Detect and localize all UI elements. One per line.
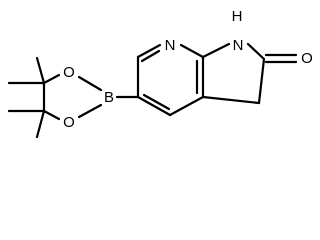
atom-label-ester-oxygen-top: O [63, 64, 75, 81]
bond-n7-c7a [179, 43, 205, 59]
pinacol-boronate [7, 56, 140, 139]
bond-b-o-bottom [77, 103, 103, 119]
atom-label-boron: B [104, 89, 114, 106]
bond-c3-c3a [201, 95, 261, 105]
bond-c5-c4-inner [142, 93, 171, 111]
atom-label-nh-nitrogen: N [233, 37, 244, 54]
bond-o-top-c [42, 73, 61, 85]
bond-c4-c3a [168, 95, 205, 117]
bond-b-o-top [77, 75, 103, 92]
bond-methyl-4 [35, 109, 46, 139]
bond-c5-c4 [136, 95, 172, 117]
bond-o-bottom-c [42, 109, 61, 121]
atom-label-nh-hydrogen: H [232, 8, 243, 25]
lactam-ring [201, 42, 298, 105]
atom-label-ring-nitrogen: N [165, 37, 176, 54]
bond-n7-c6 [136, 43, 162, 59]
pyridine-ring [136, 43, 205, 117]
chemical-structure: N H N O B O O [7, 8, 313, 139]
bond-methyl-1 [35, 56, 46, 85]
bond-c2-c3 [257, 57, 266, 105]
bond-n7-c6-inner [140, 49, 161, 63]
bond-n1-c2 [246, 42, 266, 61]
atom-label-ester-oxygen-bottom: O [63, 114, 75, 131]
atom-label-carbonyl-oxygen: O [301, 50, 313, 67]
bond-c7a-n1 [201, 42, 231, 59]
